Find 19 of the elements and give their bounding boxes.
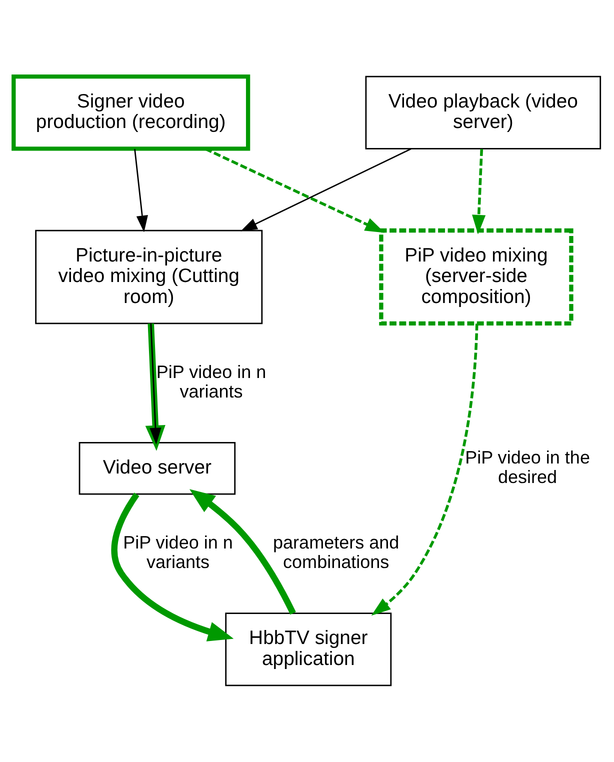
arrow xyxy=(472,149,486,234)
node-box: Picture-in-picture video mixing (Cutting room) xyxy=(35,230,263,324)
edge-label: PiP video in n variants xyxy=(123,532,233,572)
arrow xyxy=(150,324,162,444)
node-box: Signer video production (recording) xyxy=(12,74,250,151)
node-box: PiP video mixing (server-side composition) xyxy=(379,228,574,326)
arrow xyxy=(240,148,412,232)
arrow xyxy=(134,148,148,232)
node-box: HbbTV signer application xyxy=(225,612,392,686)
edge-label: PiP video in the desired xyxy=(465,447,590,487)
arrow xyxy=(189,489,296,615)
edge-label: parameters and combinations xyxy=(273,532,400,572)
arrow xyxy=(371,324,478,616)
arrow xyxy=(145,323,166,451)
node-box: Video playback (video server) xyxy=(365,76,602,150)
arrow xyxy=(111,492,234,642)
arrow xyxy=(204,148,385,233)
node-box: Video server xyxy=(78,442,236,495)
edge-label: PiP video in n variants xyxy=(156,362,266,402)
